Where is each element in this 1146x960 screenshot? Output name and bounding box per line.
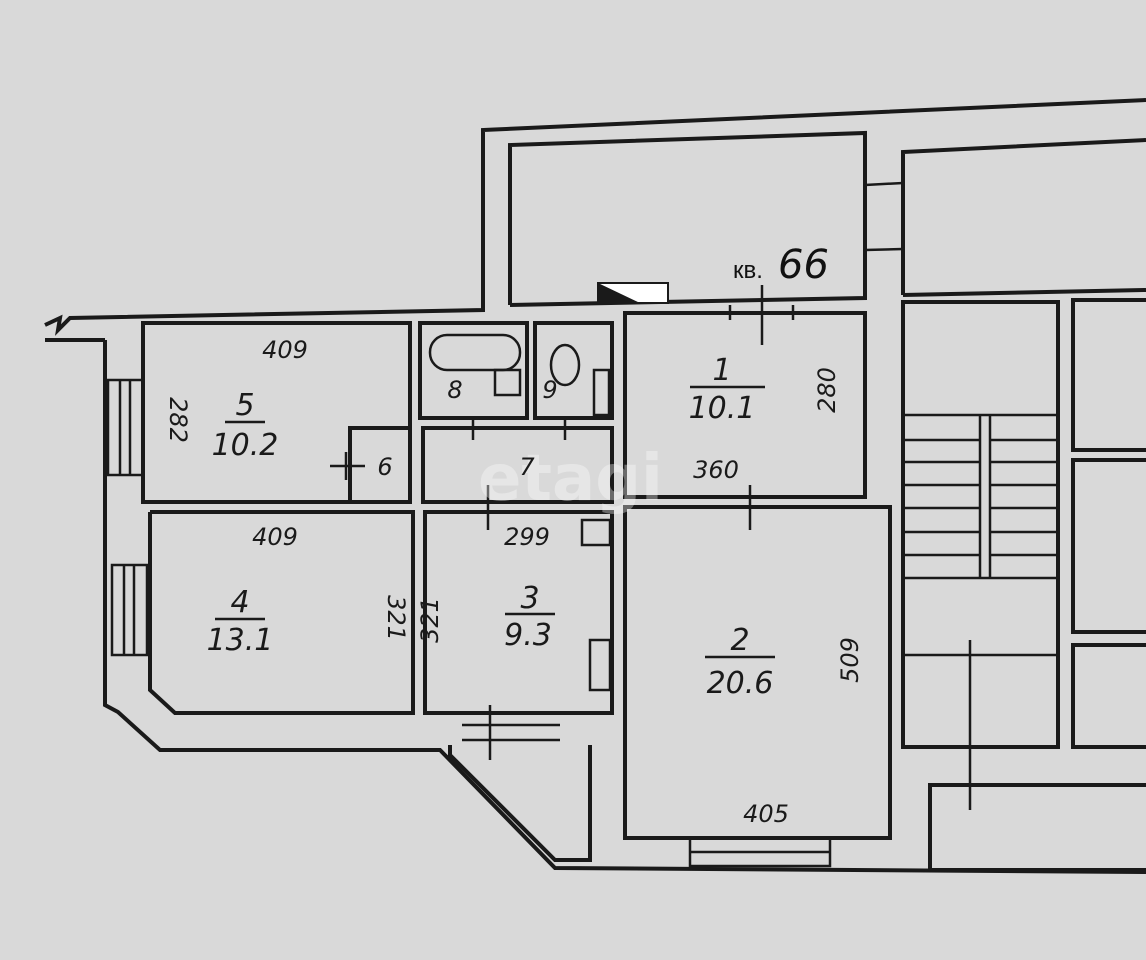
room-7 [421,418,614,530]
room-9 [533,321,614,420]
apartment-prefix: кв. [733,257,763,284]
room-3-width: 299 [504,523,550,551]
room-5-number: 5 [235,388,254,423]
room-2-area: 20.6 [707,666,774,701]
room-3-number: 3 [520,581,539,616]
room-2 [623,485,892,868]
room-5-width: 409 [262,336,308,364]
room-3-area: 9.3 [504,618,552,653]
room-2-number: 2 [730,623,749,658]
room-3-length: 321 [416,597,444,643]
watermark: etagi [478,442,663,516]
room-7-number: 7 [519,453,535,481]
room-6 [330,426,412,504]
room-4 [148,510,415,715]
neighbor-section [901,138,1146,872]
room-1-width: 360 [693,456,739,484]
room-5-area: 10.2 [212,428,279,463]
window-left [118,380,136,655]
room-8 [418,321,529,420]
room-1-number: 1 [712,353,731,388]
outer-walls [44,98,1146,874]
room-3 [423,510,614,715]
room-9-number: 9 [542,376,557,404]
room-4-number: 4 [230,585,249,620]
apartment-number: 66 [778,242,829,288]
room-5-length: 282 [164,397,192,443]
room-8-number: 8 [447,376,462,404]
room-2-width: 405 [743,800,789,828]
room-5 [141,321,412,504]
room-1 [623,285,867,499]
room-4-length: 321 [382,595,410,641]
room-1-area: 10.1 [689,391,756,426]
balcony [448,705,592,862]
room-2-length: 509 [836,637,864,683]
room-6-number: 6 [377,453,392,481]
room-1-length: 280 [813,367,841,413]
room-4-area: 13.1 [207,623,274,658]
room-4-width: 409 [252,523,298,551]
upper-room [508,130,904,307]
